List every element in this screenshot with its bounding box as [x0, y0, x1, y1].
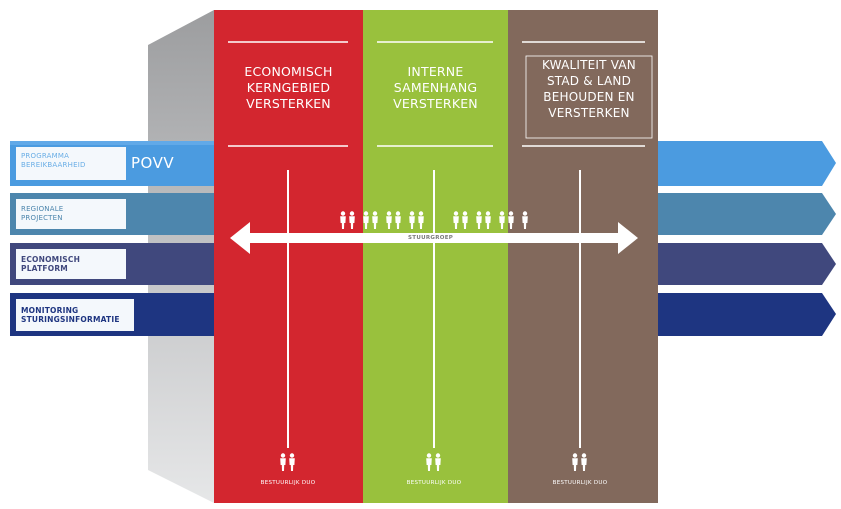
column-3-title-box	[525, 55, 653, 139]
double-headed-arrow-icon	[230, 222, 638, 254]
row-bands-right	[658, 141, 836, 336]
povv-label: POVV	[131, 154, 175, 172]
row-band-3-right	[658, 243, 836, 285]
column-3-brown	[508, 10, 658, 503]
column-1-title: ECONOMISCH KERNGEBIED VERSTERKEN	[244, 64, 333, 111]
stuurgroep-label: STUURGROEP	[408, 235, 454, 241]
row-2-label: REGIONALE PROJECTEN	[21, 205, 64, 222]
row-band-2-right	[658, 193, 836, 235]
row-1-label: PROGRAMMA BEREIKBAARHEID	[21, 152, 86, 169]
column-3-title: KWALITEIT VAN STAD & LAND BEHOUDEN EN VE…	[542, 58, 636, 120]
row-label-box-1	[16, 147, 126, 180]
vertical-lines	[287, 170, 581, 448]
row-label-box-3	[16, 249, 126, 279]
column-rules	[228, 41, 645, 147]
row-label-box-2	[16, 199, 126, 229]
row-4-label: MONITORING STURINGSINFORMATIE	[21, 306, 120, 324]
column-2-title: INTERNE SAMENHANG VERSTERKEN	[393, 64, 478, 111]
column-2-duo-label: BESTUURLIJK DUO	[406, 480, 462, 486]
column-2-green	[363, 10, 508, 503]
row-band-1-right	[658, 141, 836, 186]
column-1-duo-label: BESTUURLIJK DUO	[260, 480, 316, 486]
row-label-box-4	[16, 299, 134, 331]
row-label-boxes	[16, 147, 134, 331]
row-band-4-right	[658, 293, 836, 336]
row-3-label: ECONOMISCH PLATFORM	[21, 255, 81, 273]
column-3-duo-label: BESTUURLIJK DUO	[552, 480, 608, 486]
